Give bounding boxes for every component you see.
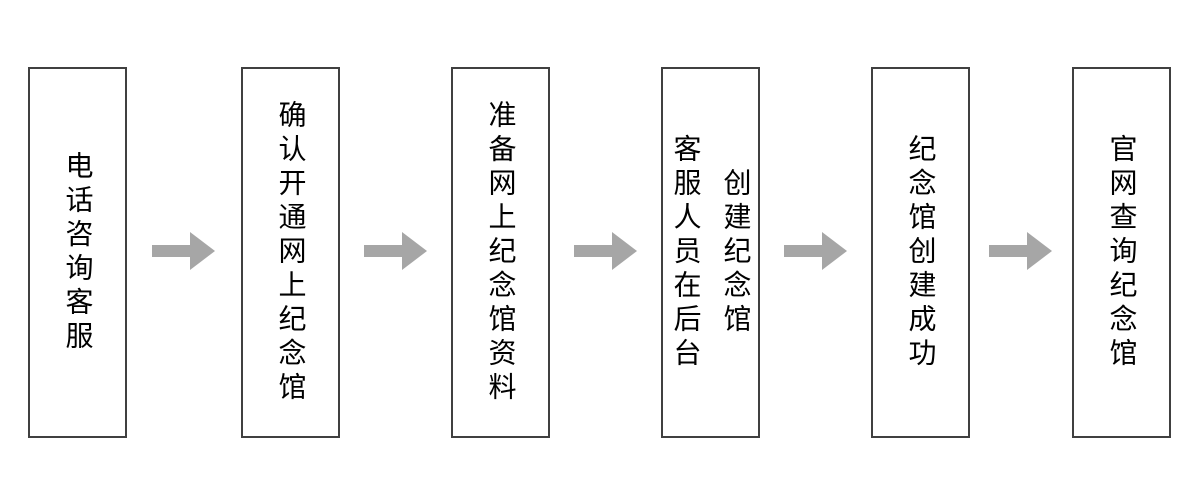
flow-step-3: 准备网上纪念馆资料 bbox=[451, 67, 550, 438]
flow-arrow-icon bbox=[152, 232, 215, 270]
flow-arrow-icon bbox=[574, 232, 637, 270]
flow-step-6-label: 官网查询纪念馆 bbox=[1106, 133, 1138, 372]
flow-step-1: 电话咨询客服 bbox=[28, 67, 127, 438]
flow-step-3-label: 准备网上纪念馆资料 bbox=[485, 99, 517, 406]
flow-arrow-icon bbox=[784, 232, 847, 270]
flow-arrow-icon bbox=[989, 232, 1052, 270]
flow-step-4-label-line-2: 创建纪念馆 bbox=[720, 167, 752, 338]
flow-step-4-label-line-1: 客服人员在后台 bbox=[670, 133, 702, 372]
flow-step-5: 纪念馆创建成功 bbox=[871, 67, 970, 438]
flow-step-4: 客服人员在后台 创建纪念馆 bbox=[661, 67, 760, 438]
flow-step-2-label: 确认开通网上纪念馆 bbox=[275, 99, 307, 406]
flow-step-5-label: 纪念馆创建成功 bbox=[905, 133, 937, 372]
flow-step-6: 官网查询纪念馆 bbox=[1072, 67, 1171, 438]
flow-arrow-icon bbox=[364, 232, 427, 270]
flow-step-2: 确认开通网上纪念馆 bbox=[241, 67, 340, 438]
flow-step-1-label: 电话咨询客服 bbox=[62, 150, 94, 355]
